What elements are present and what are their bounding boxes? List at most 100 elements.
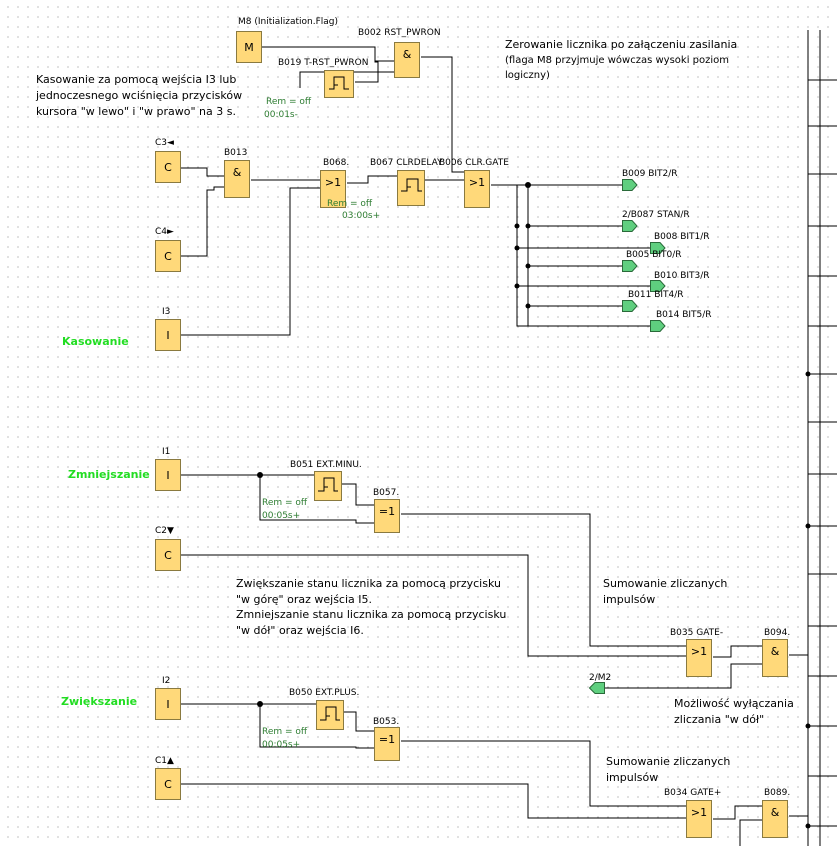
block-b050-timer[interactable] xyxy=(316,700,344,730)
b067-caption: B067 CLRDELAY xyxy=(370,158,443,168)
output-o3: B008 BIT1/R xyxy=(654,232,710,242)
b068-symbol: >1 xyxy=(324,176,342,189)
label-kasowanie: Kasowanie xyxy=(62,335,129,348)
b051-rem: Rem = off xyxy=(262,498,308,508)
block-b068[interactable]: >1 xyxy=(320,170,346,208)
block-b089[interactable]: & xyxy=(762,800,788,838)
c3-caption: C3◄ xyxy=(155,138,174,148)
input-c2[interactable]: C xyxy=(155,539,181,571)
block-b035[interactable]: >1 xyxy=(686,639,712,677)
note-updown-1: Zwiększanie stanu licznika za pomocą prz… xyxy=(236,577,501,590)
label-zmniejszanie: Zmniejszanie xyxy=(68,468,150,481)
input-m8[interactable]: M xyxy=(236,31,262,63)
c1-caption: C1▲ xyxy=(155,756,174,766)
block-b034[interactable]: >1 xyxy=(686,800,712,838)
block-b051-timer[interactable] xyxy=(314,471,342,501)
i3-caption: I3 xyxy=(162,307,171,317)
b019-time: 00:01s- xyxy=(264,110,298,120)
block-b013[interactable]: & xyxy=(224,160,250,198)
b051-caption: B051 EXT.MINU. xyxy=(290,460,362,470)
c2-caption: C2▼ xyxy=(155,526,174,536)
input-i2[interactable]: I xyxy=(155,688,181,720)
b067-time: 03:00s+ xyxy=(342,211,381,221)
output-flag-icon[interactable] xyxy=(622,179,638,191)
b067-rem: Rem = off xyxy=(327,199,373,209)
input-c2-symbol: C xyxy=(164,549,172,562)
b013-caption: B013 xyxy=(224,148,248,158)
b053-symbol: =1 xyxy=(378,733,396,746)
b051-time: 00:05s+ xyxy=(262,511,301,521)
input-i2-symbol: I xyxy=(166,698,170,711)
output-o2: 2/B087 STAN/R xyxy=(622,210,690,220)
b034-caption: B034 GATE+ xyxy=(664,788,722,798)
block-b094[interactable]: & xyxy=(762,639,788,677)
block-b067-timer[interactable] xyxy=(397,170,425,206)
note-reset-sub-1: (flaga M8 przyjmuje wówczas wysoki pozio… xyxy=(505,55,730,66)
block-b053[interactable]: =1 xyxy=(374,727,400,761)
block-b006[interactable]: >1 xyxy=(464,170,490,208)
note-sum2-1: Sumowanie zliczanych xyxy=(606,755,731,768)
input-i1[interactable]: I xyxy=(155,459,181,491)
note-cursor-3: kursora "w lewo" i "w prawo" na 3 s. xyxy=(36,105,236,118)
timer-delay-icon xyxy=(401,178,422,192)
output-o7: B014 BIT5/R xyxy=(656,310,712,320)
input-m8-symbol: M xyxy=(244,41,254,54)
timer-pulse-icon xyxy=(329,76,349,90)
note-updown-3: Zmniejszanie stanu licznika za pomocą pr… xyxy=(236,608,507,621)
output-flag-icon[interactable] xyxy=(622,260,638,272)
b094-caption: B094. xyxy=(764,628,791,638)
output-o5: B010 BIT3/R xyxy=(654,271,710,281)
note-reset-sub-2: logiczny) xyxy=(505,70,550,81)
block-b002[interactable]: & xyxy=(394,42,420,78)
b006-caption: B006 CLR.GATE xyxy=(439,158,509,168)
b050-time: 00:05s+ xyxy=(262,740,301,750)
note-sum1-1: Sumowanie zliczanych xyxy=(603,577,728,590)
b019-rem: Rem = off xyxy=(266,97,312,107)
label-zwiekszanie: Zwiększanie xyxy=(61,695,138,708)
block-b019-timer[interactable] xyxy=(324,70,354,98)
i1-caption: I1 xyxy=(162,447,171,457)
input-c3[interactable]: C xyxy=(155,151,181,183)
input-c1[interactable]: C xyxy=(155,768,181,800)
output-o6: B011 BIT4/R xyxy=(628,290,684,300)
output-o1: B009 BIT2/R xyxy=(622,169,678,179)
output-o4: B005 BIT0/R xyxy=(626,250,682,260)
b019-caption: B019 T-RST_PWRON xyxy=(278,58,369,68)
marker-m2-flag-icon[interactable] xyxy=(589,682,605,694)
b035-symbol: >1 xyxy=(690,645,708,658)
output-flag-icon[interactable] xyxy=(622,220,638,232)
output-flag-icon[interactable] xyxy=(650,242,666,254)
timer-pulse-icon xyxy=(320,706,340,721)
input-i3[interactable]: I xyxy=(155,319,181,351)
note-disable-2: zliczania "w dół" xyxy=(674,713,765,726)
b034-symbol: >1 xyxy=(690,806,708,819)
b068-caption: B068. xyxy=(323,158,350,168)
b089-symbol: & xyxy=(770,806,780,819)
wire-b019-out xyxy=(355,61,379,83)
c4-caption: C4► xyxy=(155,227,174,237)
b050-rem: Rem = off xyxy=(262,727,308,737)
timer-pulse-icon xyxy=(318,477,338,492)
note-disable-1: Możliwość wyłączania xyxy=(674,697,794,710)
input-c3-symbol: C xyxy=(164,161,172,174)
input-c4[interactable]: C xyxy=(155,240,181,272)
note-cursor-1: Kasowanie za pomocą wejścia I3 lub xyxy=(36,73,237,86)
input-c4-symbol: C xyxy=(164,250,172,263)
note-sum2-2: impulsów xyxy=(606,771,659,784)
b050-caption: B050 EXT.PLUS. xyxy=(289,688,360,698)
b094-symbol: & xyxy=(770,645,780,658)
note-cursor-2: jednoczesnego wciśnięcia przycisków xyxy=(36,89,243,102)
b002-symbol: & xyxy=(402,48,412,61)
output-flag-icon[interactable] xyxy=(650,320,666,332)
note-sum1-2: impulsów xyxy=(603,593,656,606)
note-reset-title: Zerowanie licznika po załączeniu zasilan… xyxy=(505,38,738,51)
block-b057[interactable]: =1 xyxy=(374,499,400,533)
b057-caption: B057. xyxy=(373,488,400,498)
output-flag-icon[interactable] xyxy=(622,300,638,312)
input-c1-symbol: C xyxy=(164,778,172,791)
input-i3-symbol: I xyxy=(166,329,170,342)
note-updown-4: "w dół" oraz wejścia I6. xyxy=(236,624,364,637)
output-flag-icon[interactable] xyxy=(650,280,666,292)
b057-symbol: =1 xyxy=(378,505,396,518)
